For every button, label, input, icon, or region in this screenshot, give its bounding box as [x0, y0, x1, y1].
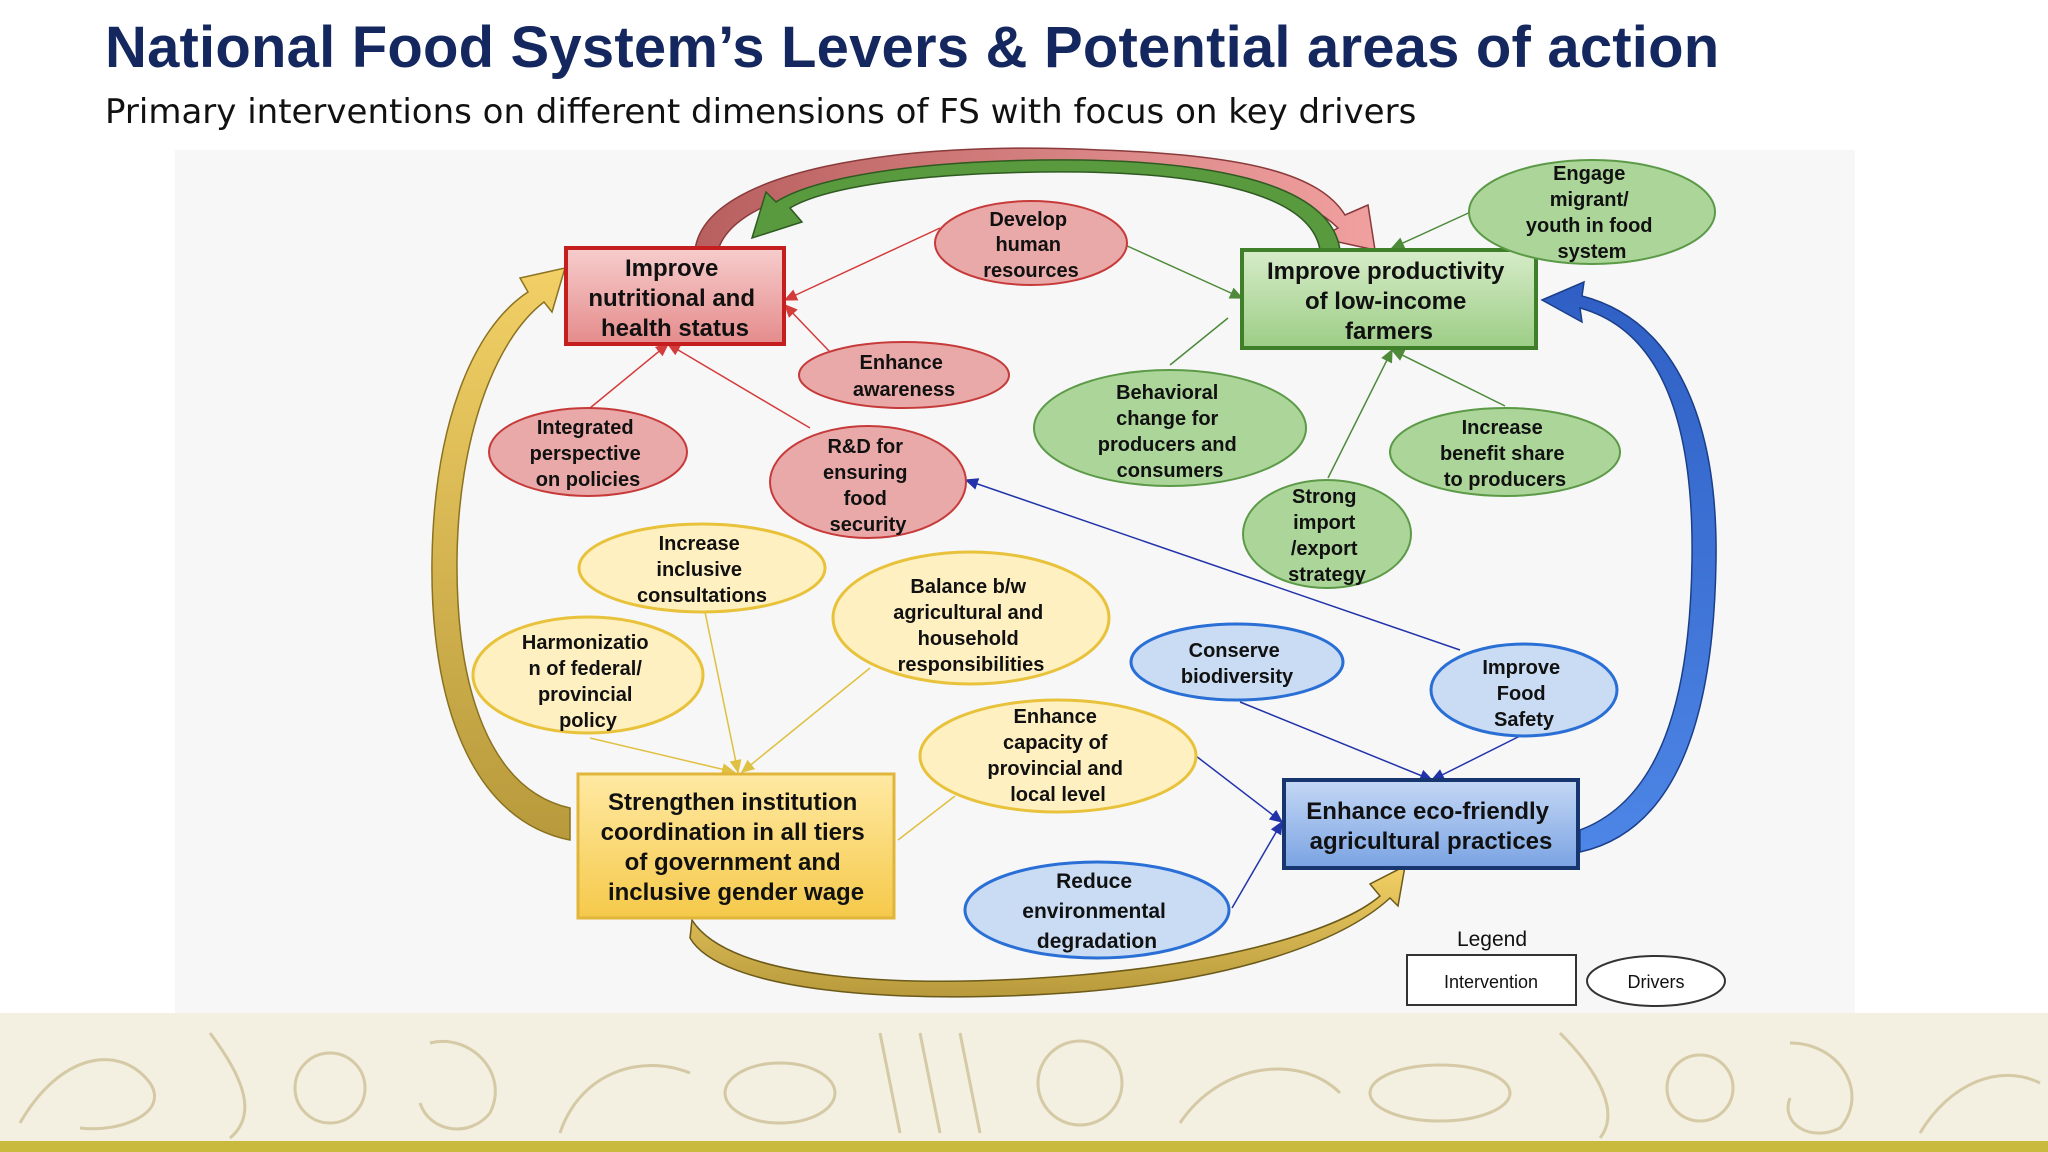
link-degradation-to-eco: [1231, 820, 1283, 909]
driver-conserve-biodiversity-text: Conserve biodiversity: [1181, 640, 1294, 688]
connectors: [589, 209, 1523, 909]
driver-increase-benefit-text: Increase benefit share to producers: [1440, 417, 1570, 491]
driver-conserve-biodiversity: [1129, 622, 1345, 702]
link-balance-to-institution: [740, 667, 871, 773]
driver-enhance-capacity-text: Enhance capacity of provincial and local…: [987, 706, 1128, 806]
driver-reduce-degradation-text: Reduce environmental degradation: [1022, 870, 1171, 953]
intervention-productivity-text: Improve productivity of low-income farme…: [1267, 258, 1511, 345]
legend-intervention-label: Intervention: [1444, 972, 1538, 992]
link-integrated-to-nutrition: [589, 343, 670, 409]
intervention-box-eco: [1282, 778, 1580, 870]
driver-strong-import-text: Strong import /export strategy: [1288, 486, 1367, 586]
intervention-box-nutrition: [564, 246, 786, 346]
driver-enhance-capacity: [918, 698, 1198, 814]
page-subtitle: Primary interventions on different dimen…: [105, 92, 1417, 132]
link-harmonization-to-institution: [589, 737, 736, 776]
interventions: Improve nutritional and health status Im…: [564, 246, 1580, 920]
driver-increase-benefit: [1389, 407, 1621, 497]
driver-inclusive-consultations-text: Increase inclusive consultations: [637, 533, 767, 607]
intervention-box-institution: [576, 772, 896, 920]
link-consultations-to-institution: [704, 611, 742, 774]
link-benefit-to-productivity: [1390, 349, 1506, 407]
driver-balance-text: Balance b/w agricultural and household r…: [893, 576, 1049, 676]
legend-intervention-swatch: [1406, 954, 1577, 1006]
link-capacity-to-institution: [897, 795, 956, 841]
legend-drivers-label: Drivers: [1628, 972, 1685, 992]
footer-decoration: [0, 1013, 2048, 1141]
arc-productivity-to-nutrition: [750, 159, 1341, 251]
driver-improve-food-safety: [1429, 642, 1619, 738]
driver-engage-migrant-text: Engage migrant/ youth in food system: [1526, 163, 1658, 263]
legend-title: Legend: [1457, 928, 1527, 951]
page-title: National Food System’s Levers & Potentia…: [105, 15, 1720, 80]
driver-rd-food-security: [769, 425, 967, 539]
intervention-nutrition-text: Improve nutritional and health status: [588, 255, 761, 342]
drivers: Develop human resources Enhance awarenes…: [471, 159, 1716, 960]
link-develop-to-productivity: [1124, 244, 1244, 299]
driver-harmonization-text: Harmonizatio n of federal/ provincial po…: [522, 632, 654, 732]
link-behavioral-to-productivity: [1169, 317, 1229, 366]
link-capacity-to-eco: [1195, 755, 1284, 823]
driver-enhance-awareness-text: Enhance awareness: [853, 352, 955, 401]
driver-rd-food-security-text: R&D for ensuring food security: [823, 436, 913, 536]
link-awareness-to-nutrition: [783, 303, 831, 353]
driver-improve-food-safety-text: Improve Food Safety: [1482, 657, 1565, 731]
intervention-institution-text: Strengthen institution coordination in a…: [601, 789, 872, 906]
arc-eco-to-productivity: [1540, 280, 1717, 853]
driver-reduce-degradation: [963, 860, 1231, 960]
arc-institution-to-nutrition: [431, 266, 571, 841]
footer-accent-line: [0, 1141, 2048, 1152]
driver-integrated-perspective: [488, 407, 688, 497]
link-foodsafety-to-rd: [964, 478, 1461, 651]
driver-integrated-perspective-text: Integrated perspective on policies: [530, 417, 647, 491]
link-import-to-productivity: [1327, 348, 1393, 479]
link-develop-to-nutrition: [783, 227, 941, 301]
driver-balance: [831, 550, 1111, 686]
big-arcs: [431, 147, 1717, 998]
arc-institution-to-eco: [689, 864, 1406, 998]
driver-behavioral-change-text: Behavioral change for producers and cons…: [1098, 382, 1242, 482]
driver-develop-human: [934, 200, 1128, 286]
driver-inclusive-consultations: [577, 522, 827, 614]
driver-behavioral-change: [1033, 369, 1307, 487]
driver-strong-import: [1242, 479, 1412, 589]
legend: Legend Intervention Drivers: [1406, 928, 1726, 1007]
link-biodiversity-to-eco: [1239, 701, 1434, 782]
legend-drivers-swatch: [1586, 955, 1726, 1007]
link-engage-to-productivity: [1390, 209, 1476, 249]
driver-harmonization: [471, 615, 705, 735]
link-rd-to-nutrition: [666, 343, 811, 429]
link-foodsafety-to-eco: [1430, 734, 1523, 781]
driver-develop-human-text: Develop human resources: [983, 209, 1079, 282]
driver-enhance-awareness: [798, 341, 1010, 409]
intervention-eco-text: Enhance eco-friendly agricultural practi…: [1306, 798, 1555, 855]
food-sketch-pattern: [18, 1031, 2041, 1140]
driver-engage-migrant: [1468, 159, 1716, 265]
intervention-box-productivity: [1240, 248, 1538, 350]
